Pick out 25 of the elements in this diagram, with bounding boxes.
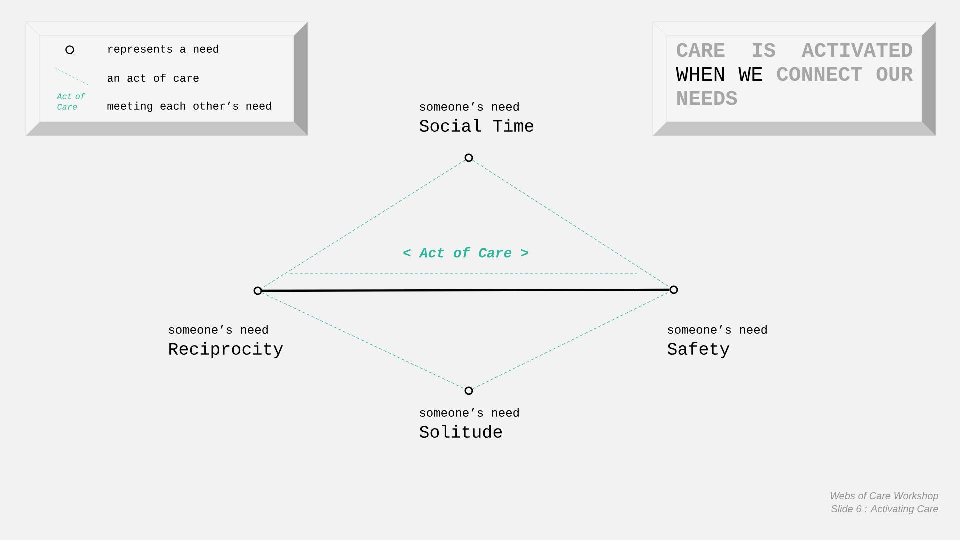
need-caption: someone’s need <box>169 325 268 334</box>
footer-text: Webs of Care Workshop <box>830 492 938 502</box>
connector-line <box>262 292 466 390</box>
legend-text: represents a need <box>108 44 218 56</box>
need-caption: someone’s need <box>420 408 519 418</box>
legend-sample-text: Act of Care <box>56 93 86 110</box>
connector-line <box>472 160 671 288</box>
connector-line <box>262 288 670 292</box>
need-name: Social Time <box>420 119 534 132</box>
edge-label: < Act of Care > <box>404 247 528 258</box>
legend-text: meeting each other’s need <box>108 102 272 112</box>
legend-text: an act of care <box>108 74 199 82</box>
connector-line <box>472 292 670 390</box>
need-caption: someone’s need <box>668 325 767 334</box>
need-circle <box>670 286 678 294</box>
need-circle <box>254 286 262 296</box>
need-name: Solitude <box>420 425 502 438</box>
title: CARE IS ACTIVATED WHEN WE CONNECT OUR NEEDS <box>676 43 914 106</box>
footer-text: Slide 6 : Activating Care <box>831 505 938 514</box>
need-caption: someone’s need <box>420 102 519 112</box>
need-circle <box>464 386 474 396</box>
connector-line <box>261 160 466 290</box>
need-circle <box>464 154 474 162</box>
need-name: Safety <box>668 342 730 358</box>
need-name: Reciprocity <box>170 342 284 358</box>
